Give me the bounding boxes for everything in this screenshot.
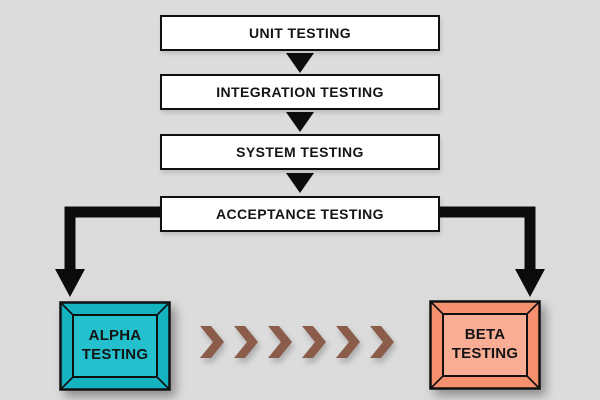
beta-testing-box: BETA TESTING [429,300,541,390]
down-arrow-icon [286,173,314,193]
flow-box-label: INTEGRATION TESTING [216,84,384,100]
flow-box-system-testing: SYSTEM TESTING [160,134,440,170]
chevron-right-icon [234,326,258,358]
chevron-right-icon [370,326,394,358]
chevron-right-icon [336,326,360,358]
beta-testing-label: BETA TESTING [451,326,519,362]
flow-box-label: SYSTEM TESTING [236,144,364,160]
beta-bevel-frame [429,300,541,390]
flow-box-unit-testing: UNIT TESTING [160,15,440,51]
elbow-arrow-left [64,206,160,271]
alpha-testing-box: ALPHA TESTING [59,301,171,391]
flow-box-label: UNIT TESTING [248,25,352,41]
down-arrow-icon [286,53,314,73]
chevron-right-icon [302,326,326,358]
flow-box-integration-testing: INTEGRATION TESTING [160,74,440,110]
alpha-testing-label: ALPHA TESTING [81,327,149,363]
alpha-bevel-frame [59,301,171,391]
elbow-arrow-right [440,206,536,271]
flow-box-acceptance-testing: ACCEPTANCE TESTING [160,196,440,232]
arrowhead-down-left-icon [55,269,85,297]
chevron-row [200,326,394,358]
flow-box-label: ACCEPTANCE TESTING [216,206,384,222]
chevron-right-icon [200,326,224,358]
arrowhead-down-right-icon [515,269,545,297]
chevron-right-icon [268,326,292,358]
down-arrow-icon [286,112,314,132]
